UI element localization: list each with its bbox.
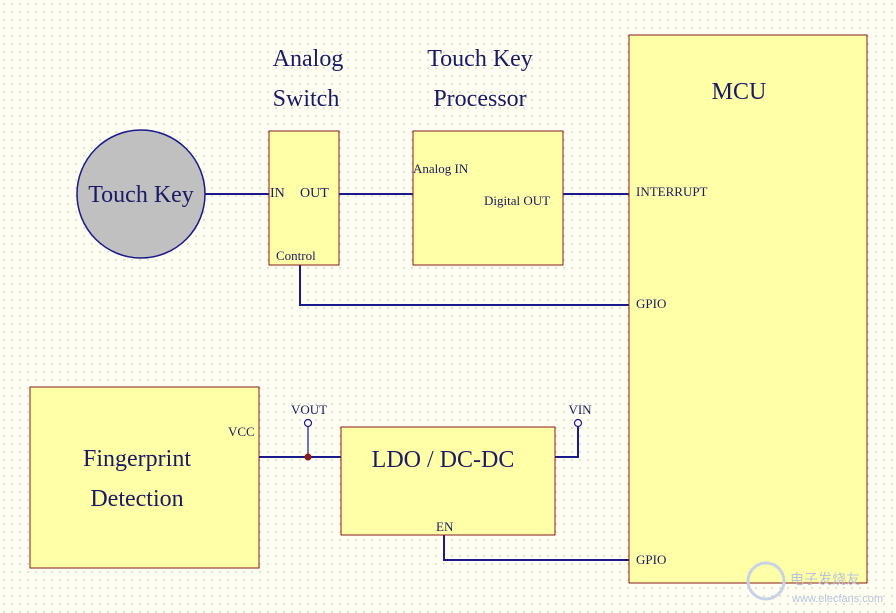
processor-pin-digital-out: Digital OUT [484, 193, 550, 208]
processor-title-line1: Touch Key [427, 46, 533, 72]
vout-terminal [303, 418, 313, 428]
watermark: 电子发烧友 www.elecfans.com [746, 561, 883, 605]
fingerprint-pin-vcc: VCC [228, 424, 255, 439]
analog-switch-pin-out: OUT [300, 186, 329, 201]
mcu-pin-interrupt: INTERRUPT [636, 184, 708, 199]
wire-ldo-to-vin [555, 427, 579, 458]
analog-switch-pin-in: IN [270, 186, 285, 201]
watermark-text-url: www.elecfans.com [791, 593, 883, 605]
ldo-label: LDO / DC-DC [372, 447, 515, 473]
analog-switch-title-line2: Switch [273, 86, 340, 112]
vout-junction-dot [304, 453, 312, 461]
processor-pin-analog-in: Analog IN [413, 161, 469, 176]
fingerprint-label-line1: Fingerprint [83, 446, 191, 472]
vin-terminal [573, 418, 583, 428]
wire-control-to-mcu-gpio [299, 265, 629, 306]
wires [205, 193, 629, 561]
touch-key-label: Touch Key [88, 182, 194, 208]
ldo-dcdc-block [340, 426, 556, 536]
analog-switch-title-line1: Analog [273, 46, 344, 72]
touch-key-circle [76, 129, 206, 259]
wire-en-to-mcu-gpio [443, 535, 629, 561]
fingerprint-label-line2: Detection [90, 486, 183, 512]
fingerprint-detection-block [29, 386, 260, 569]
watermark-text-cn: 电子发烧友 [790, 571, 860, 587]
mcu-block [628, 34, 868, 584]
analog-switch-pin-control: Control [276, 248, 316, 263]
vin-label: VIN [568, 402, 592, 417]
mcu-pin-gpio-2: GPIO [636, 552, 666, 567]
analog-switch-block [268, 130, 340, 266]
mcu-pin-gpio-1: GPIO [636, 296, 666, 311]
touch-key-processor-block [412, 130, 564, 266]
ldo-pin-en: EN [436, 519, 454, 534]
watermark-logo-icon [746, 561, 786, 601]
mcu-label: MCU [712, 79, 767, 105]
processor-title-line2: Processor [433, 86, 526, 112]
vout-label: VOUT [291, 402, 327, 417]
